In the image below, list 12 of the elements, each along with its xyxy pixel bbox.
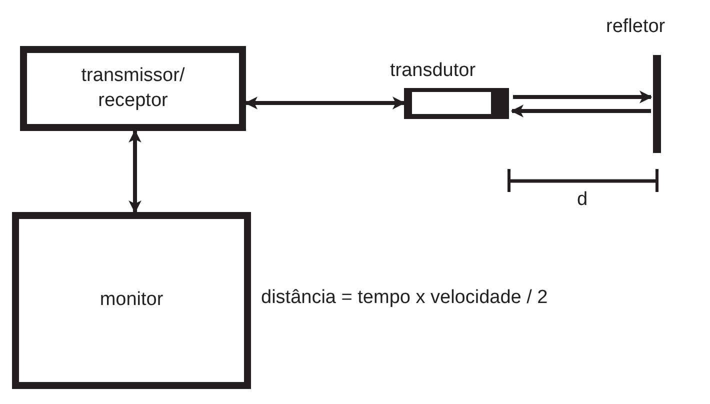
process-box: [20, 46, 246, 131]
arrow: [513, 90, 652, 104]
box-label: monitor: [100, 288, 164, 312]
dimension-label: d: [577, 189, 588, 211]
arrow: [510, 104, 651, 118]
arrow: [128, 130, 142, 214]
box-label: transmissor/ receptor: [80, 64, 186, 112]
reflector-label: refletor: [606, 16, 666, 38]
arrow: [244, 96, 406, 110]
process-box: [12, 212, 251, 389]
transducer-label: transdutor: [390, 60, 476, 82]
formula-text: distância = tempo x velocidade / 2: [261, 287, 548, 309]
